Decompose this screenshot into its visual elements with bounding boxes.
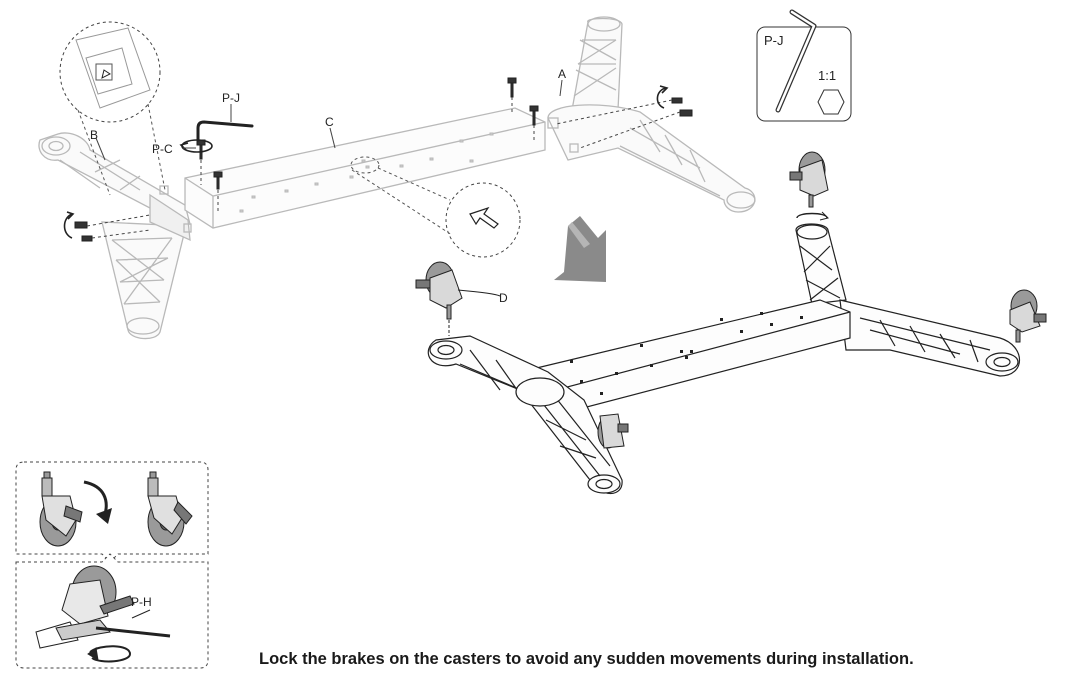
- label-a: A: [558, 67, 566, 81]
- assembled-base: [427, 223, 1021, 495]
- caster-rear: [789, 151, 829, 221]
- brake-detail-box: P-H: [15, 461, 209, 669]
- rotate-clockwise-icons: [63, 85, 669, 239]
- exploded-assembly: [38, 16, 756, 340]
- caster-brake-locked: [147, 471, 193, 547]
- label-pj-scene: P-J: [222, 91, 240, 105]
- label-d: D: [499, 291, 508, 305]
- hex-key-icon: [196, 120, 254, 142]
- screws: [74, 77, 693, 242]
- beam-c: [184, 107, 546, 229]
- caster-right: [1009, 289, 1047, 343]
- tool-box-label: P-J: [764, 33, 784, 48]
- screw-guides: [86, 97, 681, 239]
- wrench-detail: [35, 565, 171, 663]
- casters: [415, 151, 1047, 449]
- detail-magnifier-center: [350, 156, 521, 258]
- leg-b: [38, 132, 192, 340]
- leg-a: [547, 16, 756, 213]
- label-b: B: [90, 128, 98, 142]
- tool-box: P-J 1:1: [756, 9, 852, 122]
- tool-box-scale: 1:1: [818, 68, 836, 83]
- label-pc: P-C: [152, 142, 173, 156]
- caster-brake-open: [39, 471, 83, 547]
- caster-front: [597, 413, 629, 449]
- label-ph: P-H: [131, 595, 152, 609]
- detail-magnifier-top: [59, 21, 166, 196]
- caster-d: [415, 261, 463, 336]
- direction-arrow-icon: [554, 216, 606, 282]
- instruction-caption: Lock the brakes on the casters to avoid …: [259, 650, 914, 668]
- label-c: C: [325, 115, 334, 129]
- hexagon-icon: [817, 89, 845, 115]
